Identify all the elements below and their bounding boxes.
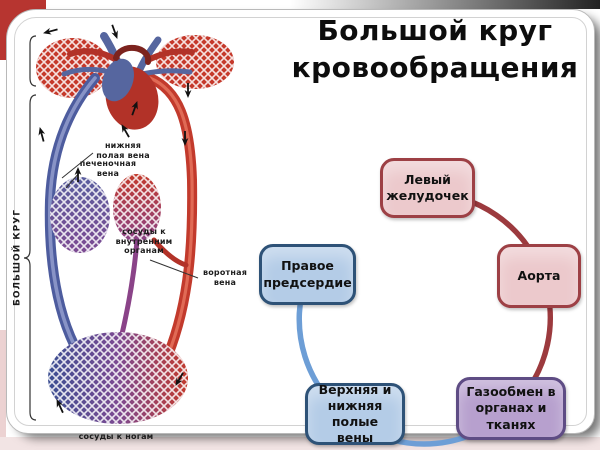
inferior-vena-cava-label: нижняя полая вена bbox=[96, 141, 150, 160]
background-red-left-strip bbox=[0, 330, 6, 450]
side-brackets bbox=[23, 35, 37, 421]
circulation-illustration bbox=[23, 22, 234, 424]
node-right-atrium: Правое предсердие bbox=[259, 244, 356, 305]
node-aorta: Аорта bbox=[497, 244, 581, 308]
slide-title: Большой круг кровообращения bbox=[291, 14, 579, 84]
node-gas-exchange: Газообмен в органах и тканях bbox=[456, 377, 566, 440]
node-vena-cava: Верхняя и нижняя полые вены bbox=[305, 381, 405, 446]
portal-vein-label: воротная вена bbox=[202, 268, 248, 287]
organ-vessels-label: сосуды к внутренним органам bbox=[115, 227, 173, 255]
portal-vein-vessel bbox=[151, 237, 189, 268]
node-left-ventricle: Левый желудочек bbox=[380, 158, 475, 218]
hepatic-vein-label: печеночная вена bbox=[79, 159, 137, 178]
node-aorta-label: Аорта bbox=[517, 267, 561, 283]
legs-capillaries bbox=[48, 332, 188, 424]
main-vessels bbox=[44, 73, 198, 373]
top-shadow-bar bbox=[290, 0, 600, 9]
node-right-atrium-label: Правое предсердие bbox=[263, 258, 352, 290]
node-left-ventricle-label: Левый желудочек bbox=[386, 171, 469, 203]
node-vena-cava-label: Верхняя и нижняя полые вены bbox=[318, 381, 392, 446]
systemic-circle-side-label: БОЛЬШОЙ КРУГ bbox=[12, 209, 23, 306]
organ-capillaries bbox=[50, 174, 189, 337]
leg-vessels-label: сосуды к ногам bbox=[78, 432, 154, 441]
slide-card-inner-frame bbox=[14, 17, 587, 426]
heart bbox=[61, 32, 195, 130]
node-gas-exchange-label: Газообмен в органах и тканях bbox=[466, 384, 556, 432]
